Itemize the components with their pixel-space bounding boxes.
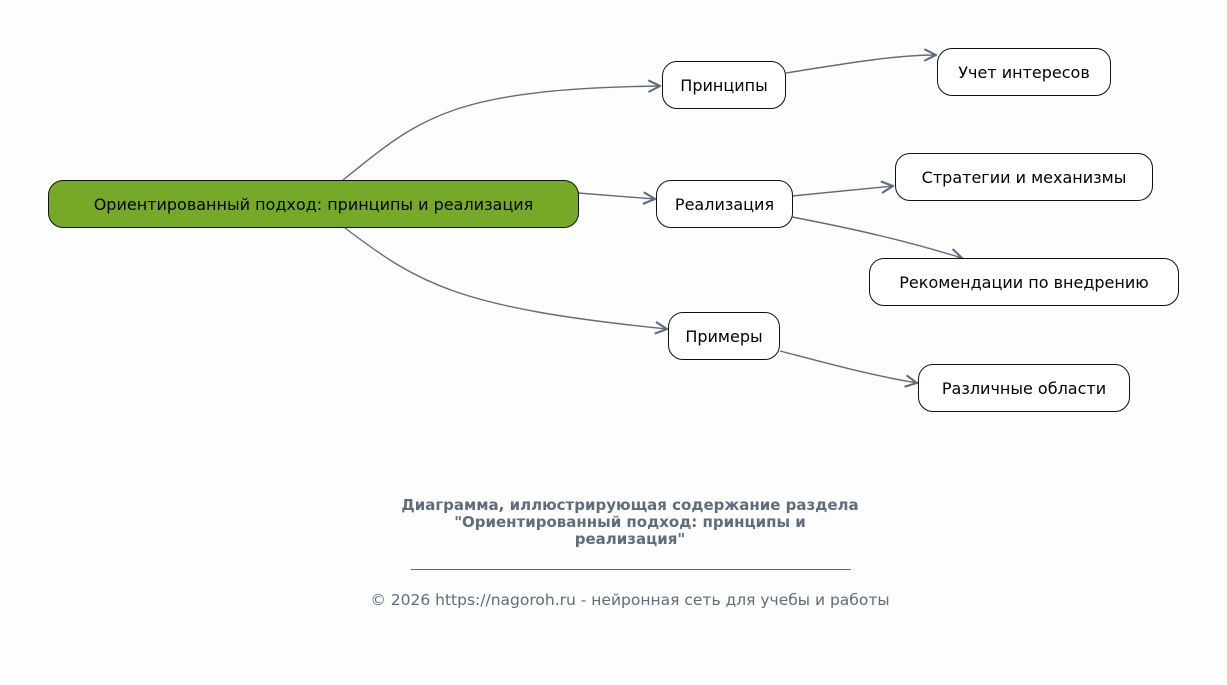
edge-root-examples	[344, 227, 667, 329]
node-areas[interactable]: Различные области	[918, 364, 1130, 412]
edge-principles-interests	[785, 55, 936, 74]
caption-line-1: Диаграмма, иллюстрирующая содержание раз…	[401, 496, 859, 514]
divider	[411, 569, 851, 570]
node-examples[interactable]: Примеры	[668, 312, 780, 360]
edge-implementation-strategies	[791, 186, 893, 197]
diagram-caption: Диаграмма, иллюстрирующая содержание раз…	[330, 497, 930, 548]
node-principles[interactable]: Принципы	[662, 61, 786, 109]
edge-root-implementation	[577, 193, 655, 199]
node-interests[interactable]: Учет интересов	[937, 48, 1111, 96]
node-implementation[interactable]: Реализация	[656, 180, 793, 228]
edge-root-principles	[342, 86, 660, 181]
edge-implementation-recommendations	[791, 216, 962, 258]
footer-copyright: © 2026 https://nagoroh.ru - нейронная се…	[370, 591, 890, 609]
caption-line-2: "Ориентированный подход: принципы и	[454, 513, 806, 531]
node-strategies[interactable]: Стратегии и механизмы	[895, 153, 1153, 201]
caption-line-3: реализация"	[574, 530, 686, 548]
edge-examples-areas	[779, 350, 917, 383]
node-recommendations[interactable]: Рекомендации по внедрению	[869, 258, 1179, 306]
root-node[interactable]: Ориентированный подход: принципы и реали…	[48, 180, 579, 228]
